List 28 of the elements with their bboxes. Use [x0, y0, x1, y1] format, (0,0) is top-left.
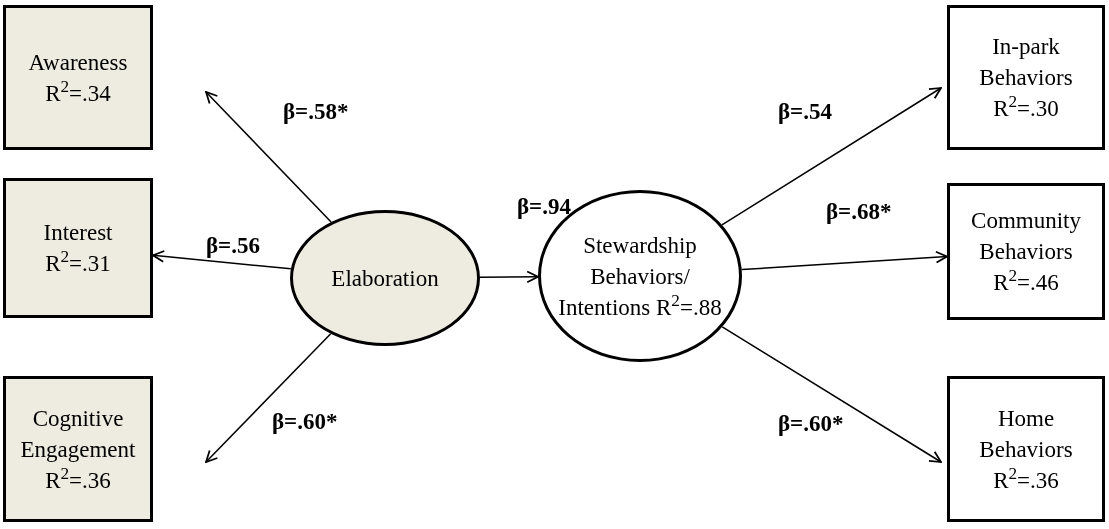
node-label: Cognitive Engagement R$^{2}$=.36: [19, 404, 137, 495]
edge-label: β=.68*: [826, 200, 892, 223]
variable-box: [947, 376, 1105, 522]
edge-label: β=.54: [778, 100, 832, 123]
edge-label: β=.58*: [283, 100, 349, 123]
node-label: Elaboration: [330, 264, 440, 293]
arrow: [721, 87, 942, 226]
arrow: [205, 91, 332, 223]
variable-box: [3, 178, 153, 318]
variable-box: [3, 376, 153, 522]
node-label: Interest R$^{2}$=.31: [42, 219, 114, 278]
node-label: Community Behaviors R$^{2}$=.46: [970, 207, 1082, 297]
arrow: [205, 333, 332, 463]
arrow: [152, 250, 292, 270]
node-label: Awareness R$^{2}$=.34: [27, 48, 129, 108]
arrow: [721, 326, 942, 463]
arrow: [479, 270, 539, 284]
edge-label: β=.56: [206, 234, 260, 257]
edge-label: β=.94: [517, 195, 571, 218]
edge-label: β=.60*: [272, 410, 338, 433]
node-label: Stewardship Behaviors/ Intentions R$^{2}$=.88: [557, 231, 723, 322]
variable-box: [947, 183, 1105, 320]
node-label: Home Behaviors R$^{2}$=.36: [978, 404, 1074, 495]
variable-box: [947, 5, 1105, 150]
node-label: In-park Behaviors R$^{2}$=.30: [978, 33, 1074, 123]
arrow: [740, 250, 948, 271]
edge-label: β=.60*: [778, 412, 844, 435]
variable-box: [3, 5, 153, 150]
